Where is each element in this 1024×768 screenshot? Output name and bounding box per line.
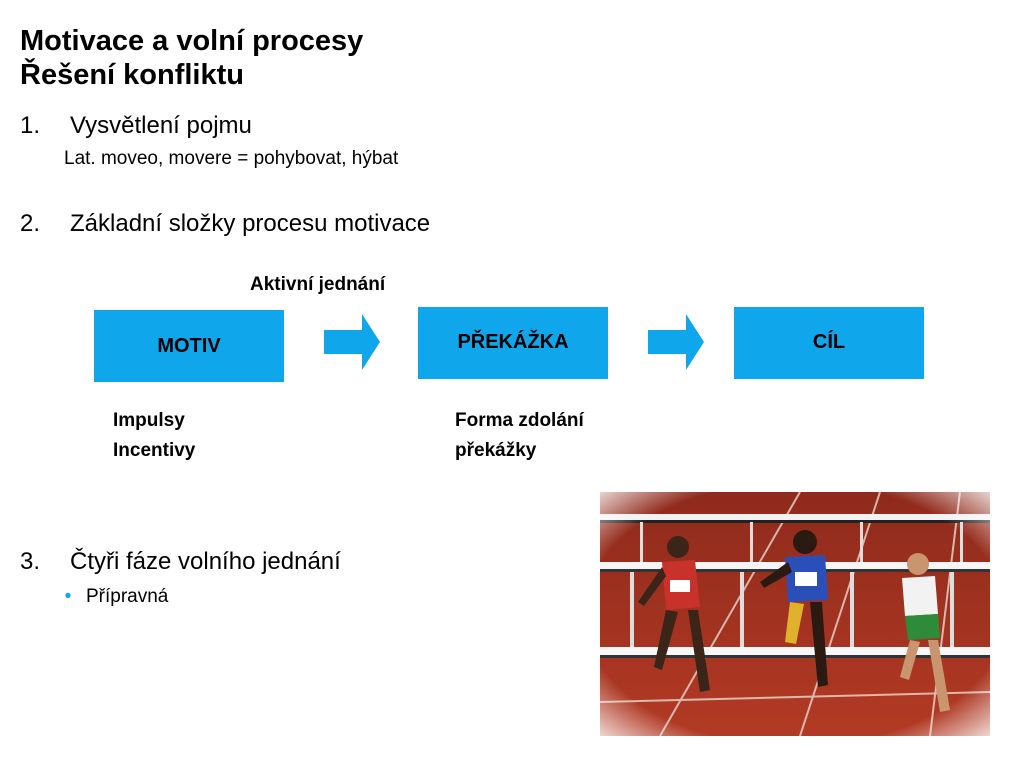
bullet-item-text: Přípravná — [86, 586, 169, 607]
motiv-note-1: Impulsy — [113, 410, 185, 431]
section-2-heading: 2. Základní složky procesu motivace — [20, 210, 430, 238]
prekazka-notes: Forma zdolání překážky — [455, 406, 584, 466]
title-line-1: Motivace a volní procesy — [20, 25, 364, 57]
hurdles-race-image-icon — [599, 491, 991, 737]
prekazka-box: PŘEKÁŽKA — [418, 307, 608, 379]
cil-box-label: CÍL — [812, 331, 846, 353]
section-3-heading: 3. Čtyři fáze volního jednání — [20, 548, 341, 576]
motiv-box: MOTIV — [94, 310, 284, 382]
section-1-subtext: Lat. moveo, movere = pohybovat, hýbat — [64, 148, 399, 169]
section-1-number: 1. — [20, 112, 41, 139]
title-line-2: Řešení konfliktu — [20, 59, 244, 91]
bullet-dot-icon: • — [64, 586, 72, 607]
arrow-right-icon — [648, 314, 704, 370]
section-3-title: Čtyři fáze volního jednání — [70, 548, 341, 575]
prekazka-note-2: překážky — [455, 440, 537, 461]
arrow-right-icon — [324, 314, 380, 370]
prekazka-box-label: PŘEKÁŽKA — [457, 331, 569, 353]
section-2-number: 2. — [20, 210, 41, 237]
page-title: Motivace a volní procesy Řešení konflikt… — [20, 24, 363, 92]
bullet-item: • Přípravná — [50, 586, 169, 608]
section-2-title: Základní složky procesu motivace — [70, 210, 431, 237]
diagram-top-label: Aktivní jednání — [250, 274, 386, 295]
cil-box: CÍL — [734, 307, 924, 379]
section-1-heading: 1. Vysvětlení pojmu — [20, 112, 252, 140]
section-1-title: Vysvětlení pojmu — [70, 112, 252, 139]
hurdles-race-photo — [599, 491, 991, 737]
motiv-box-label: MOTIV — [157, 334, 221, 357]
prekazka-note-1: Forma zdolání — [455, 410, 584, 431]
motiv-notes: Impulsy Incentivy — [113, 406, 195, 466]
section-3-number: 3. — [20, 548, 41, 575]
motiv-note-2: Incentivy — [113, 440, 196, 461]
